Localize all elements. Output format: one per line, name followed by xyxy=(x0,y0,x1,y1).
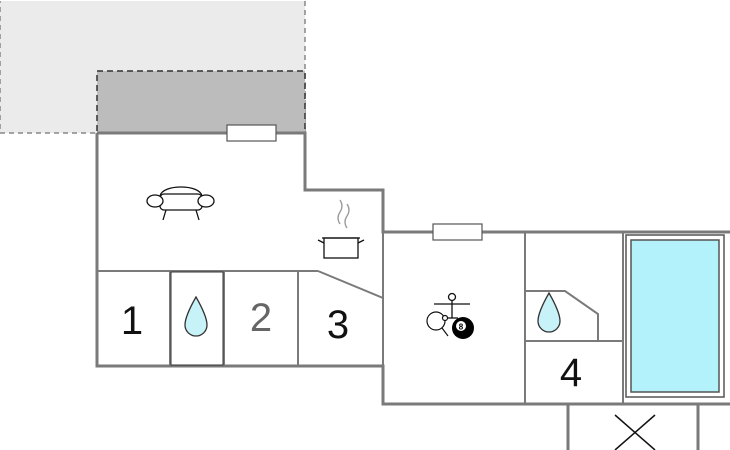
pool-icon xyxy=(630,239,720,393)
room-number-4: 4 xyxy=(560,351,582,395)
table-tennis-icon xyxy=(426,311,449,337)
interior-walls xyxy=(97,232,624,404)
window-icon xyxy=(432,223,483,241)
bathroom-drop-icon xyxy=(184,295,208,337)
cooking-pot-icon xyxy=(317,199,365,259)
billiard-ball-number: 8 xyxy=(459,323,464,332)
storage-cross-icon xyxy=(614,414,656,450)
room-number-3: 3 xyxy=(327,303,349,347)
room-number-2: 2 xyxy=(250,296,272,340)
covered-terrace xyxy=(96,70,306,134)
foosball-icon xyxy=(434,292,470,319)
room-number-1: 1 xyxy=(121,299,143,343)
window-icon xyxy=(226,124,277,142)
sofa-icon xyxy=(146,186,215,221)
bathroom-drop-icon xyxy=(537,291,561,333)
billiard-ball-icon: 8 xyxy=(452,317,474,339)
annex-walls xyxy=(566,404,700,450)
